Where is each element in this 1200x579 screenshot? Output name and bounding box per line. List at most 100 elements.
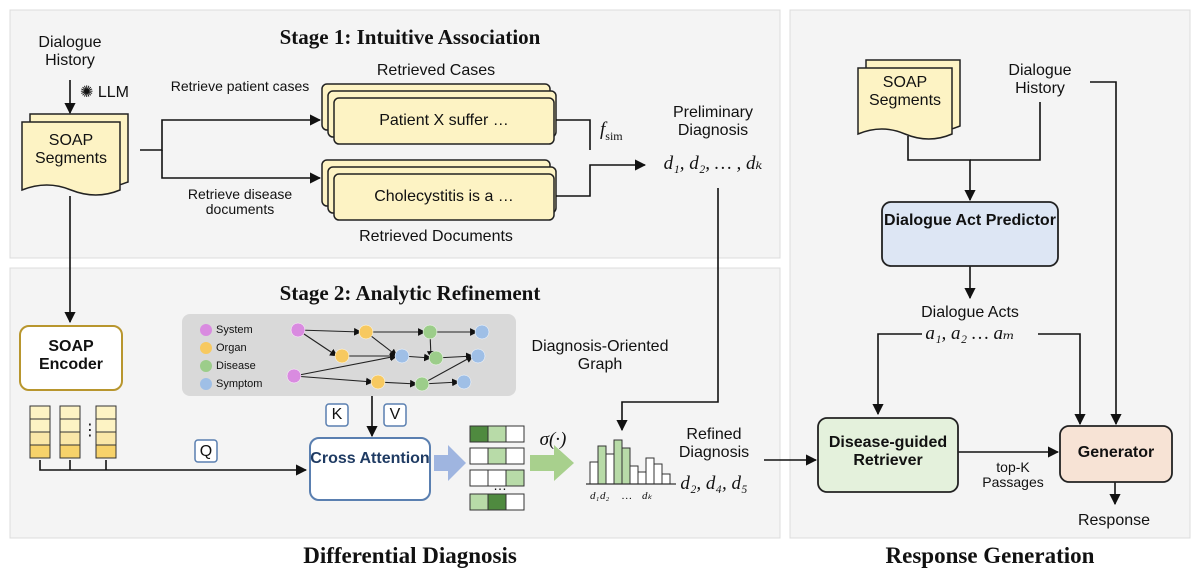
green-arrow xyxy=(530,445,574,481)
histogram-bar xyxy=(637,471,647,485)
graph-node xyxy=(456,374,472,390)
dialogue-history-2-label: Dialogue History xyxy=(1008,62,1072,97)
matrix-cell xyxy=(505,469,525,487)
encoder-vdots: ⋮ xyxy=(82,422,98,439)
k-label: K xyxy=(331,406,343,423)
legend-dot xyxy=(200,324,212,336)
matrix-cell xyxy=(487,447,507,465)
histogram-bar xyxy=(645,457,655,485)
graph-node xyxy=(414,376,430,392)
graph-node xyxy=(428,350,444,366)
retrieved-documents-label: Retrieved Documents xyxy=(359,228,513,245)
histogram-bar xyxy=(653,463,663,485)
v-label: V xyxy=(389,406,401,423)
graph-label: Diagnosis-Oriented Graph xyxy=(531,338,669,373)
encoder-cell xyxy=(59,405,81,420)
arrow-soap-to-predictor xyxy=(907,136,976,202)
histogram-axis-label: d₁ xyxy=(590,490,600,502)
arrow-q-to-cross xyxy=(39,460,308,476)
q-label: Q xyxy=(199,443,213,460)
refined-diagnosis-label: Refined Diagnosis xyxy=(678,426,750,461)
histogram-bar xyxy=(629,465,639,485)
attention-matrix xyxy=(469,425,525,511)
histogram-bar xyxy=(589,461,599,485)
encoder-cell xyxy=(29,405,51,420)
graph-node xyxy=(474,324,490,340)
retrieved-documents-stack xyxy=(321,159,557,221)
encoder-cell xyxy=(29,418,51,433)
left-caption: Differential Diagnosis xyxy=(303,543,517,568)
preliminary-diagnosis-label: Preliminary Diagnosis xyxy=(672,104,753,139)
matrix-cell xyxy=(505,425,525,443)
arrow-preliminary-to-refined xyxy=(616,188,719,432)
arrow-soap-split-docs xyxy=(161,150,322,184)
histogram xyxy=(586,439,676,485)
graph-node xyxy=(370,374,386,390)
fsim-label: fsim xyxy=(600,119,623,143)
legend-label: Symptom xyxy=(216,378,263,390)
graph-edge xyxy=(297,329,338,357)
document-text: Cholecystitis is a … xyxy=(374,188,514,205)
histogram-bar xyxy=(605,453,615,485)
encoder-cell xyxy=(59,444,81,459)
matrix-hdots: … xyxy=(493,477,507,493)
k-badge xyxy=(325,403,349,427)
matrix-cell xyxy=(469,447,489,465)
preliminary-diagnosis-math: d₁, d₂, … , dₖ xyxy=(663,153,763,174)
arrow-history-to-predictor xyxy=(970,102,1041,161)
encoder-cell xyxy=(59,431,81,446)
encoder-cells xyxy=(29,405,117,459)
llm-text: LLM xyxy=(97,84,129,101)
diagnosis-graph xyxy=(200,322,490,392)
graph-node xyxy=(394,348,410,364)
graph-node xyxy=(286,368,302,384)
soap-encoder-box xyxy=(19,325,123,391)
legend-dot xyxy=(200,342,212,354)
llm-label: ✺ LLM xyxy=(80,84,129,102)
case-text: Patient X suffer … xyxy=(379,112,509,129)
sigma-label: σ(·) xyxy=(539,429,567,450)
legend-label: System xyxy=(216,324,253,336)
generator-box xyxy=(1059,425,1173,483)
graph-node xyxy=(290,322,306,338)
encoder-cell xyxy=(29,444,51,459)
histogram-bar xyxy=(613,439,623,485)
cross-attention-box xyxy=(309,437,431,501)
graph-node xyxy=(358,324,374,340)
graph-edge xyxy=(421,355,474,385)
arrow-soap-split xyxy=(140,114,322,151)
graph-node xyxy=(334,348,350,364)
histogram-bar xyxy=(621,447,631,485)
v-badge xyxy=(383,403,407,427)
graph-edge xyxy=(293,375,374,386)
retrieve-patient-cases-label: Retrieve patient cases xyxy=(170,78,310,94)
refined-diagnosis-math: d₂, d₄, d₅ xyxy=(680,473,748,494)
retrieve-disease-documents-label: Retrieve disease documents xyxy=(187,186,293,218)
soap-encoder-label: SOAP Encoder xyxy=(38,338,103,373)
histogram-axis-label: dₖ xyxy=(642,490,653,502)
matrix-cell xyxy=(505,447,525,465)
right-caption: Response Generation xyxy=(885,543,1095,568)
dialogue-acts-label: Dialogue Acts xyxy=(921,304,1019,321)
legend-dot xyxy=(200,378,212,390)
dialogue-history-label: Dialogue History xyxy=(38,34,102,69)
retrieved-cases-stack xyxy=(321,83,557,145)
legend-label: Organ xyxy=(216,342,247,354)
matrix-cell xyxy=(487,425,507,443)
matrix-cell xyxy=(469,425,489,443)
dialogue-act-predictor-box xyxy=(881,201,1059,267)
cross-attention-label: Cross Attention xyxy=(310,450,430,467)
q-badge xyxy=(194,439,218,463)
dialogue-act-predictor-label: Dialogue Act Predictor xyxy=(884,212,1056,229)
topk-label: top-K Passages xyxy=(982,459,1044,491)
encoder-cell xyxy=(29,431,51,446)
graph-edge xyxy=(297,327,362,336)
legend-dot xyxy=(200,360,212,372)
disease-guided-retriever-box xyxy=(817,417,959,493)
arrow-cases-to-fsim xyxy=(556,119,591,150)
response-label: Response xyxy=(1077,512,1151,529)
